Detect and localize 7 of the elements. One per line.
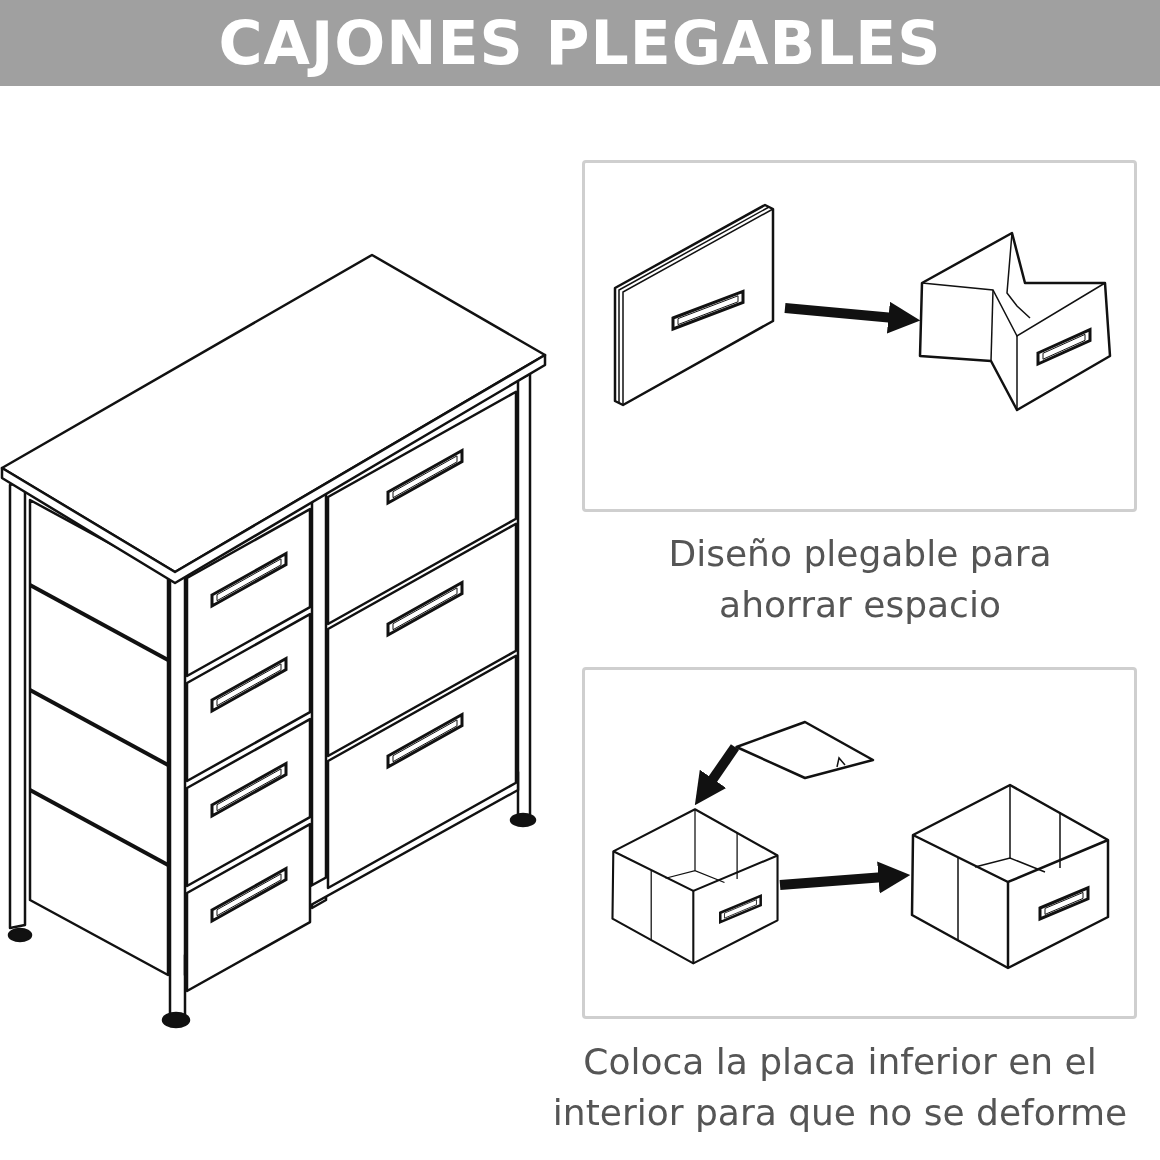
arrow <box>784 301 921 334</box>
caption: Coloca la placa inferior en el interior para que no se deforme <box>551 1040 1129 1136</box>
illustration-panel <box>582 160 1137 512</box>
illustration-panel <box>582 667 1137 1019</box>
arrow <box>779 861 911 894</box>
arrow <box>694 744 740 806</box>
caption: Diseño plegable para ahorrar espacio <box>667 532 1053 628</box>
